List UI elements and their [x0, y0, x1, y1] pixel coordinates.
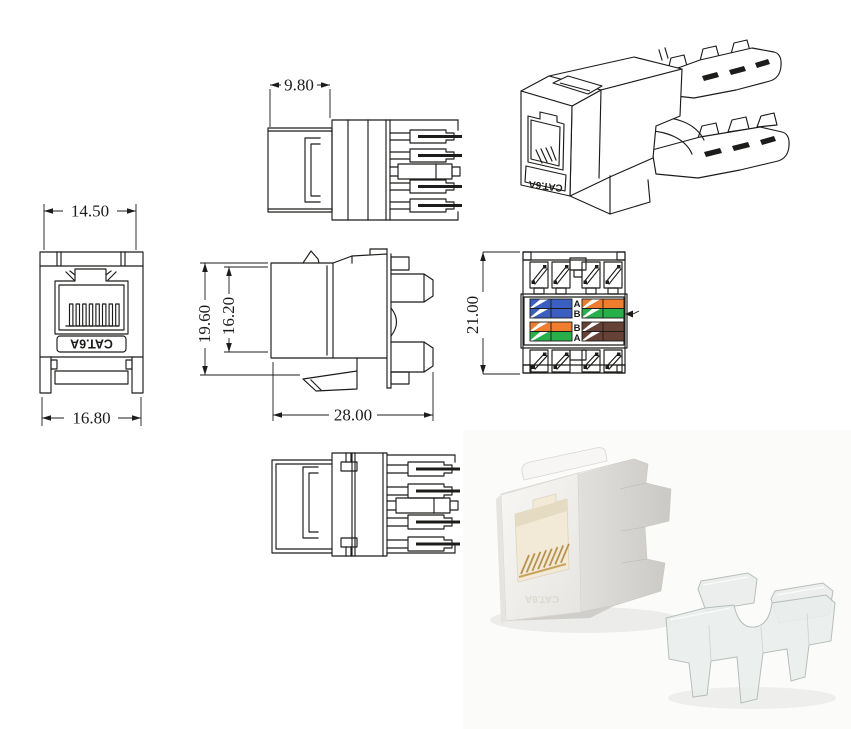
back-view: 21.00: [463, 251, 640, 375]
front-base: [39, 356, 144, 394]
dim-label-height-body: 16.20: [219, 297, 238, 335]
product-photo: CAT.6A: [463, 430, 851, 729]
dim-label-back-height: 21.00: [463, 296, 482, 334]
idc-contacts-bottom: [386, 461, 460, 552]
back-frame: [522, 251, 626, 374]
idc-towers-bottom-row: [529, 349, 623, 373]
category-label-photo: CAT.6A: [525, 593, 559, 604]
top-body: [267, 119, 459, 221]
wire-pair-blue-swatch: [529, 298, 573, 319]
panel-pointer-icon: [625, 310, 640, 318]
label-plate-iso: [524, 165, 567, 192]
bottom-body: [271, 452, 456, 557]
dimension-back-height: 21.00: [463, 251, 520, 375]
dim-label-top-width: 9.80: [284, 76, 314, 95]
wire-pair-orange-green-swatch-b: [529, 321, 573, 342]
iso-latch-spring: [552, 75, 603, 95]
idc-contacts-top: [389, 129, 462, 213]
wiring-label-a-bottom: A: [574, 333, 581, 344]
category-label-front: CAT.6A: [70, 337, 113, 351]
jack-latch-bar: [521, 447, 608, 481]
iso-rear-comb-lower: [651, 112, 790, 179]
wiring-label-b-bottom: B: [574, 323, 581, 334]
side-view: 19.60 16.20 28.00: [195, 248, 434, 425]
dimension-side-length: 28.00: [272, 362, 434, 425]
wire-pair-brown-swatch: [581, 321, 625, 342]
dimension-side-height-total: 19.60: [195, 262, 300, 376]
rj45-port-iso: [527, 111, 565, 171]
dim-label-length: 28.00: [334, 406, 372, 425]
dimension-top-width: 9.80: [269, 76, 331, 127]
dim-label-front-bottom: 16.80: [72, 409, 110, 428]
photo-dust-cap: [665, 572, 836, 704]
dim-label-height-total: 19.60: [195, 305, 214, 343]
dim-label-front-top: 14.50: [71, 202, 109, 221]
bottom-view: [271, 452, 460, 557]
front-view: 14.50 CAT.6A: [39, 202, 144, 428]
dimension-side-height-body: 16.20: [219, 266, 268, 353]
category-label-iso: CAT.6A: [528, 178, 563, 193]
dimension-front-width-top: 14.50: [43, 202, 137, 250]
rj45-port-front: CAT.6A: [54, 268, 129, 353]
iso-rear-comb-upper: [655, 39, 782, 99]
iso-front-face: CAT.6A: [520, 90, 573, 197]
label-plate-front: [56, 335, 127, 353]
front-body-outline: [39, 251, 144, 358]
idc-towers-top-row: [529, 257, 623, 295]
iso-body: [520, 56, 683, 215]
photo-keystone-jack: CAT.6A: [496, 447, 672, 624]
side-body: [270, 248, 434, 392]
wiring-label-b-top: B: [574, 309, 581, 320]
contact-pins-front: [65, 303, 120, 327]
top-view: 9.80: [267, 76, 462, 221]
dimension-front-width-bottom: 16.80: [41, 397, 142, 428]
wiring-color-panel: A B B A: [520, 293, 640, 349]
gold-contact-pins: [520, 543, 570, 575]
wire-pair-orange-green-swatch-a: [581, 298, 625, 319]
wiring-label-a-top: A: [574, 299, 581, 310]
iso-view: CAT.6A: [520, 39, 790, 215]
